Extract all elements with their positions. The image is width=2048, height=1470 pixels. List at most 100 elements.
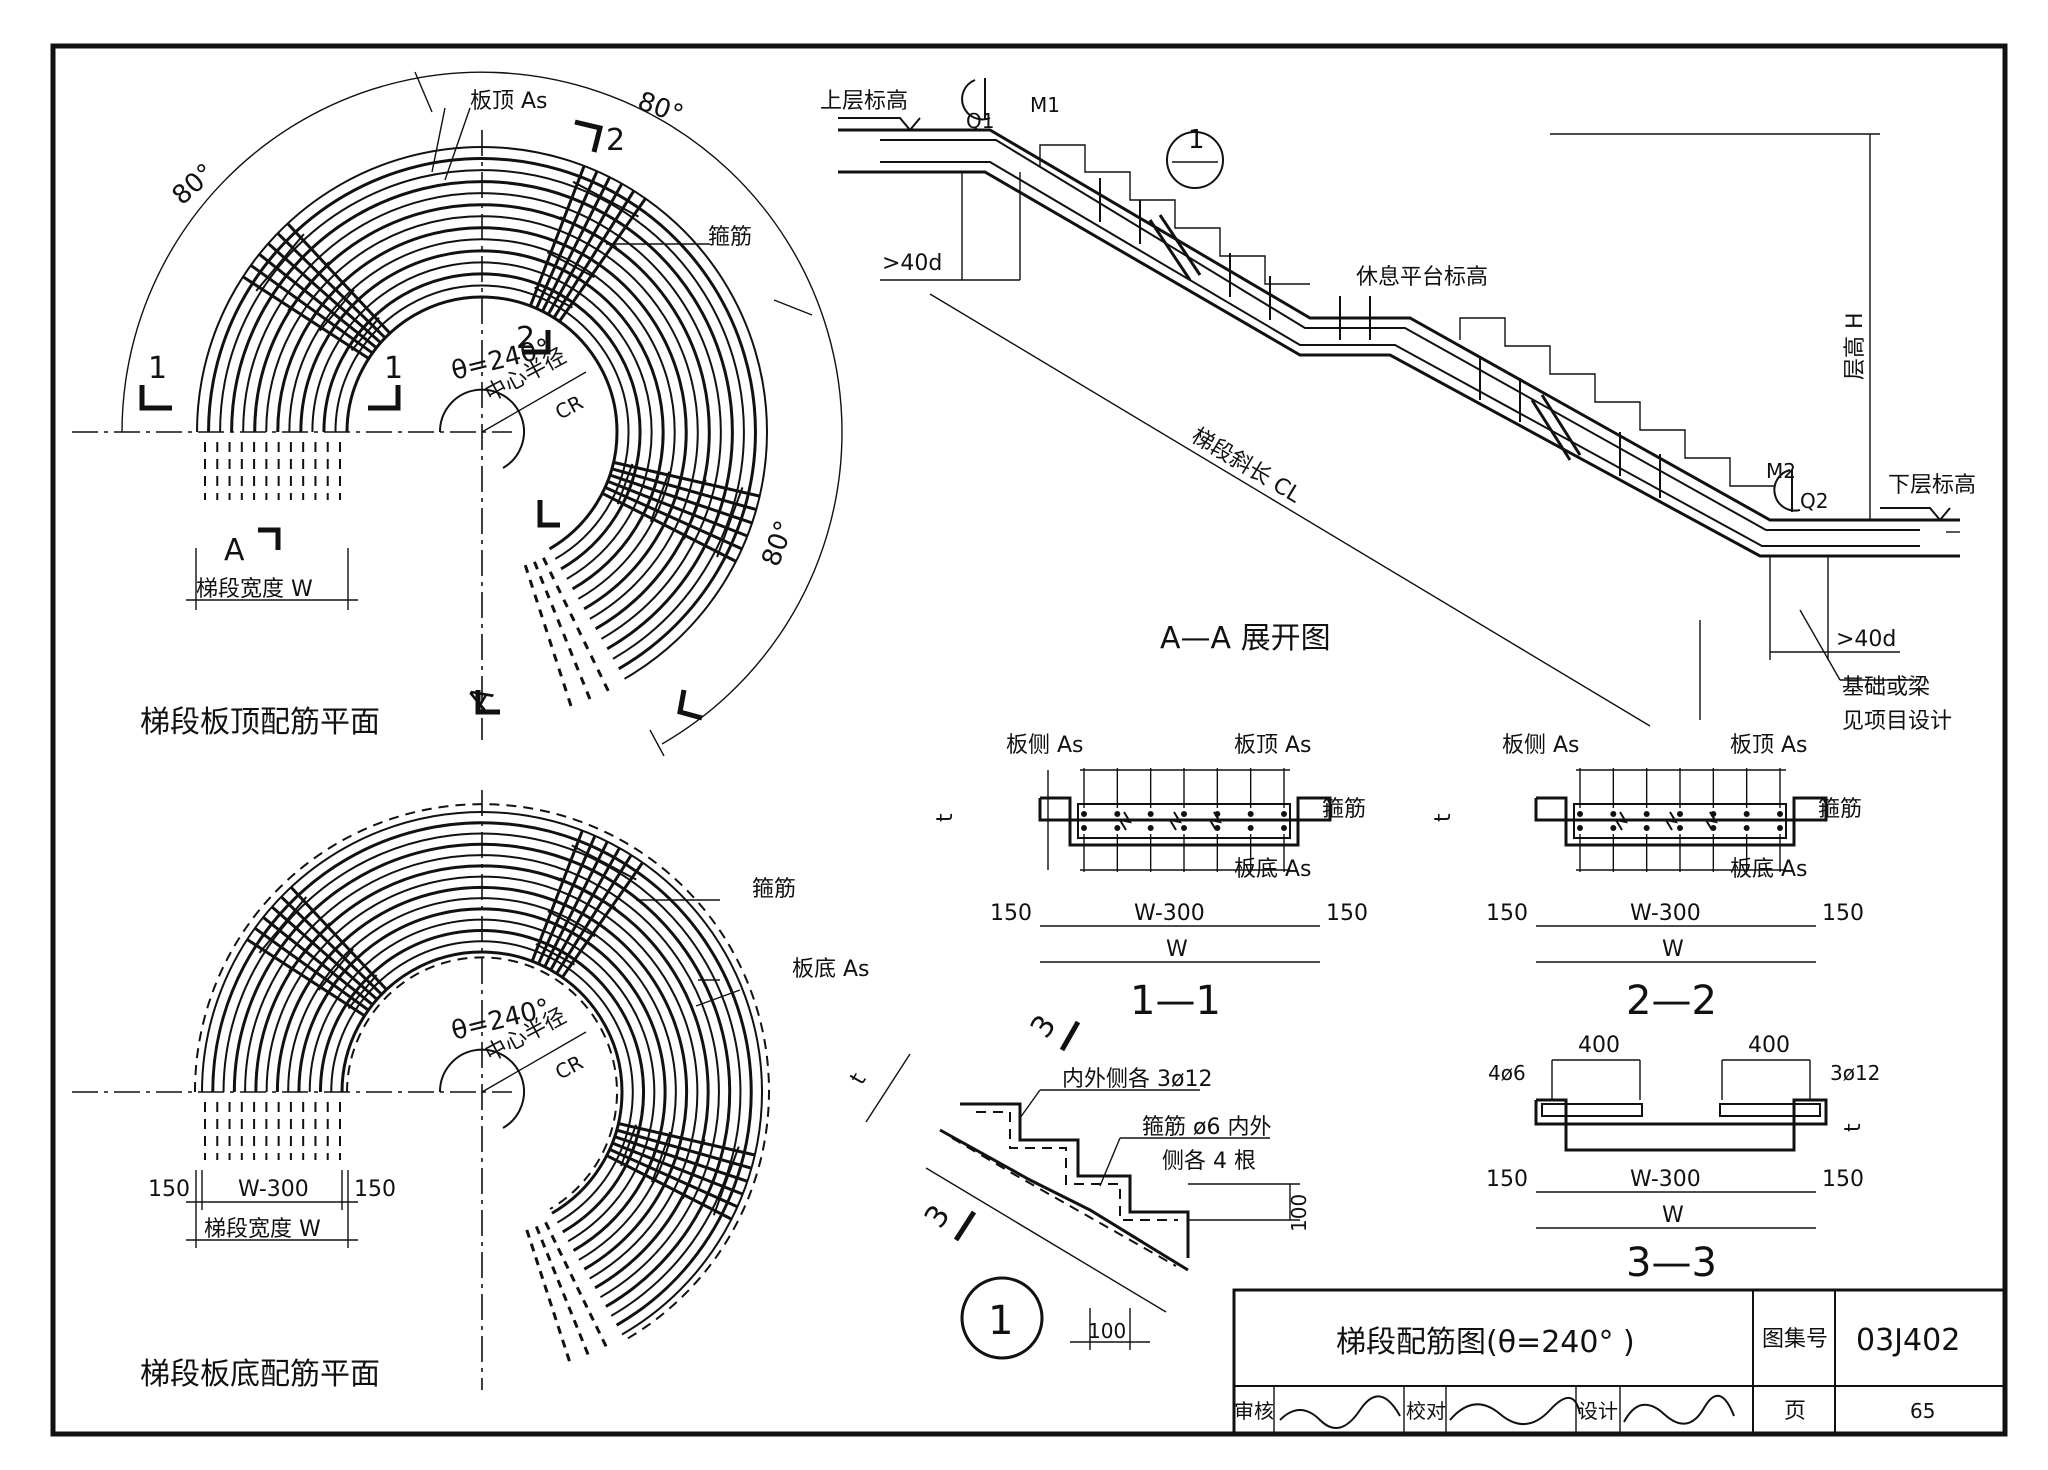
- sec1-left-label: 1: [148, 351, 167, 386]
- end-tick: [601, 1338, 608, 1348]
- caption-22: 2—2: [1626, 978, 1717, 1024]
- detail-num: 1: [1188, 125, 1205, 155]
- title-block: 梯段配筋图(θ=240° ) 图集号 03J402 页 65 审核 校对 设计: [1232, 1288, 2007, 1436]
- stirrup-tie: [620, 1124, 637, 1167]
- dim-w300-22: W-300: [1630, 901, 1701, 926]
- stirrup-tie: [255, 233, 305, 292]
- section-mark-1-right: [368, 385, 401, 411]
- end-tick: [603, 683, 610, 692]
- tick-bars-bottom: [204, 1102, 341, 1160]
- end-tick: [547, 1298, 554, 1307]
- bar-dot: [1081, 811, 1087, 817]
- end-tick: [538, 609, 544, 618]
- stirrup-hook: [1117, 811, 1133, 831]
- stirrup-tie: [287, 261, 330, 312]
- dim-150r-22: 150: [1822, 901, 1864, 926]
- end-tick: [540, 1239, 547, 1248]
- end-tick: [589, 655, 596, 664]
- ring-bar: [219, 169, 745, 660]
- plan-top-caption: 梯段板顶配筋平面: [140, 705, 380, 740]
- section-2-2: 板侧 As 板顶 As 箍筋 板底 As t 150 W-300 150 W 2…: [1431, 733, 1864, 1024]
- end-tick: [552, 653, 559, 662]
- stirrup-bar: [541, 176, 611, 312]
- dim-100-bottom: 100: [1088, 1319, 1126, 1343]
- caption-11: 1—1: [1130, 978, 1221, 1024]
- end-tick: [556, 1325, 562, 1335]
- t-detail: t: [846, 1069, 872, 1089]
- dim-150-right-b: 150: [354, 1177, 396, 1202]
- end-tick: [562, 633, 568, 642]
- end-tick: [572, 1319, 579, 1329]
- w-11: W: [1166, 937, 1188, 962]
- ring-bar: [232, 842, 732, 1308]
- cr-label: CR: [551, 390, 587, 424]
- end-tick: [578, 1333, 584, 1342]
- stirrup-bar: [267, 242, 382, 344]
- ring-bar: [308, 918, 656, 1243]
- end-tick: [545, 1252, 552, 1262]
- stirrup-bar: [280, 895, 383, 996]
- stirrup-tie: [288, 922, 331, 973]
- end-tick: [575, 1286, 583, 1296]
- stirrup-bar: [242, 275, 370, 360]
- section-mark-a-bottom: [475, 690, 500, 715]
- angle-label-3: 80°: [756, 517, 800, 571]
- stirrup-22: 箍筋: [1818, 797, 1862, 822]
- t-22: t: [1431, 813, 1456, 822]
- sheet-border: [50, 43, 2008, 1437]
- stirrup-tie: [716, 487, 744, 558]
- radius-line: [481, 371, 587, 433]
- ring-bar: [297, 907, 667, 1252]
- ring-bar: [345, 295, 619, 551]
- bar-dot: [1081, 825, 1087, 831]
- stirrup-tie: [317, 948, 354, 991]
- end-tick: [569, 613, 576, 622]
- end-tick: [561, 1339, 567, 1348]
- signature-review: [1279, 1395, 1401, 1429]
- end-tick: [569, 1273, 576, 1283]
- section-mark-1-left: [139, 385, 172, 411]
- dim-w300-11: W-300: [1134, 901, 1205, 926]
- end-tick: [596, 669, 603, 678]
- end-tick: [538, 1270, 545, 1280]
- stirrup-tie: [712, 1146, 740, 1216]
- sec2-mid-label: 2: [516, 321, 535, 356]
- bar-dot: [1677, 811, 1683, 817]
- bottom-bar-22: 板底 As: [1730, 857, 1808, 882]
- dim-150l-11: 150: [990, 901, 1032, 926]
- m1: M1: [1030, 93, 1060, 117]
- bar-dot: [1247, 825, 1254, 831]
- end-tick: [556, 618, 563, 628]
- dim-150l-22: 150: [1486, 901, 1528, 926]
- stirrup-tie: [535, 943, 576, 966]
- stirrup-bar: [611, 1141, 744, 1196]
- see-project: 见项目设计: [1842, 709, 1952, 734]
- bar-dot: [1610, 825, 1617, 831]
- end-tick: [529, 1243, 536, 1252]
- ring-bar: [288, 238, 676, 600]
- end-tick: [567, 697, 573, 707]
- end-tick: [583, 1346, 590, 1355]
- m2: M2: [1766, 459, 1796, 483]
- top-bar-11: 板顶 As: [1234, 733, 1312, 758]
- end-tick: [544, 590, 551, 599]
- text-top: 80° 80° 80° 板顶 As 箍筋 θ=240° 中心半径 CR 梯段宽度…: [140, 86, 800, 740]
- caption-33: 3—3: [1626, 1240, 1717, 1286]
- ring-bar: [322, 272, 642, 571]
- end-tick: [548, 571, 556, 580]
- stirrup-bar: [607, 479, 748, 538]
- stirrup-bar: [549, 847, 621, 971]
- bar-dot: [1743, 825, 1750, 831]
- tick-bars-top: [204, 442, 341, 500]
- bar-dot: [1677, 825, 1683, 831]
- bar-dot: [1643, 825, 1650, 831]
- ring-bar: [287, 897, 677, 1261]
- inner-outer: 内外侧各 3ø12: [1062, 1067, 1212, 1092]
- ring-bar: [311, 261, 653, 580]
- stirrup-tie: [350, 317, 380, 352]
- stirrup-bar: [543, 840, 609, 968]
- stirrup-tie: [347, 974, 378, 1010]
- text-elev: 上层标高 Q1 M1 >40d 休息平台标高 1 梯段斜长 CL 层高 H M2…: [820, 89, 1976, 734]
- story-height: 层高 H: [1843, 312, 1868, 380]
- stirrup-bar: [535, 170, 599, 310]
